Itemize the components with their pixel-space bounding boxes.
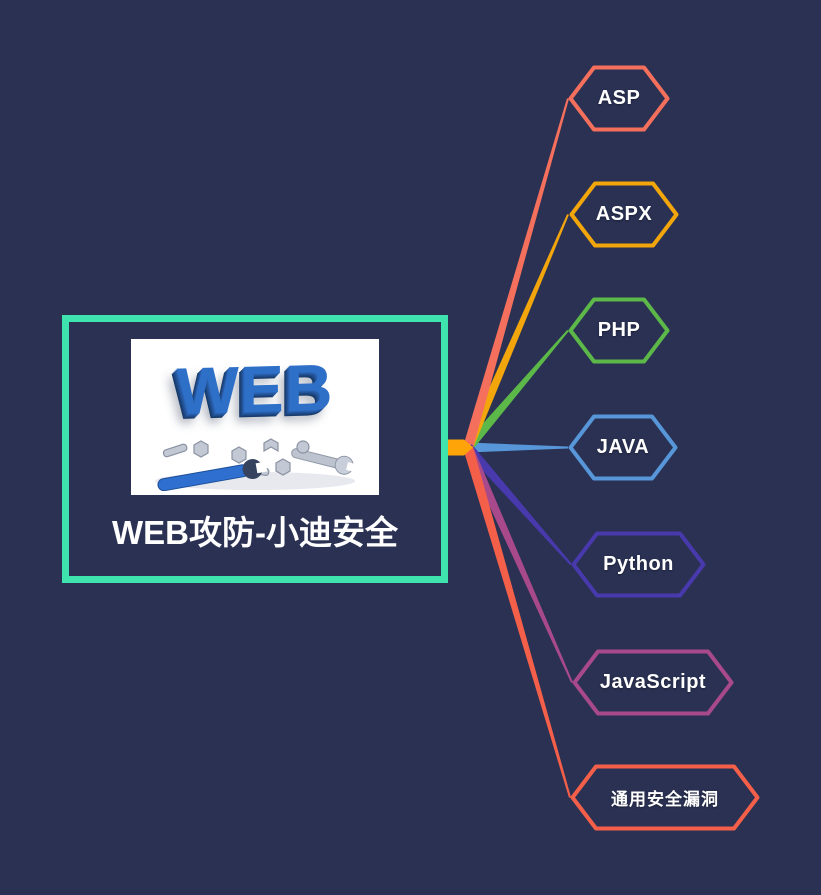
branch-node-php[interactable]: PHP bbox=[568, 297, 670, 364]
branch-node-java[interactable]: JAVA bbox=[568, 414, 678, 481]
blue-wrench-icon bbox=[157, 459, 268, 491]
branch-node-common-vulns[interactable]: 通用安全漏洞 bbox=[570, 764, 760, 831]
python-hexagon-border bbox=[571, 531, 706, 598]
central-node-label: WEB攻防-小迪安全 bbox=[112, 514, 398, 551]
silver-wrench-icon bbox=[291, 448, 357, 475]
branch-node-javascript[interactable]: JavaScript bbox=[572, 649, 734, 716]
central-node[interactable]: WEB bbox=[62, 315, 448, 583]
junction-stub bbox=[447, 439, 473, 456]
connector-javascript bbox=[463, 445, 573, 683]
connector-php bbox=[464, 329, 569, 451]
web-3d-letters: WEB bbox=[176, 349, 334, 429]
connector-common-vulns bbox=[463, 446, 571, 798]
branch-label-php: PHP bbox=[597, 319, 641, 341]
branch-label-asp: ASP bbox=[597, 87, 641, 109]
branch-label-java: JAVA bbox=[596, 436, 650, 458]
branch-node-asp[interactable]: ASP bbox=[568, 65, 670, 132]
branch-label-python: Python bbox=[603, 553, 674, 575]
java-hexagon-border bbox=[568, 414, 678, 481]
connector-python bbox=[464, 444, 572, 566]
branch-label-common-vulns: 通用安全漏洞 bbox=[611, 790, 719, 809]
connector-aspx bbox=[463, 214, 569, 450]
branch-label-javascript: JavaScript bbox=[599, 671, 707, 693]
php-hexagon-border bbox=[568, 297, 670, 364]
common-vulns-hexagon-border bbox=[570, 764, 760, 831]
branch-label-aspx: ASPX bbox=[595, 203, 653, 225]
aspx-hexagon-border bbox=[569, 181, 679, 248]
javascript-hexagon-border bbox=[572, 649, 734, 716]
asp-hexagon-border bbox=[568, 65, 670, 132]
connector-java bbox=[468, 442, 568, 453]
branch-node-aspx[interactable]: ASPX bbox=[569, 181, 679, 248]
connector-asp bbox=[463, 98, 569, 449]
tools-illustration bbox=[155, 438, 357, 491]
web-image: WEB bbox=[131, 339, 379, 495]
branch-node-python[interactable]: Python bbox=[571, 531, 706, 598]
